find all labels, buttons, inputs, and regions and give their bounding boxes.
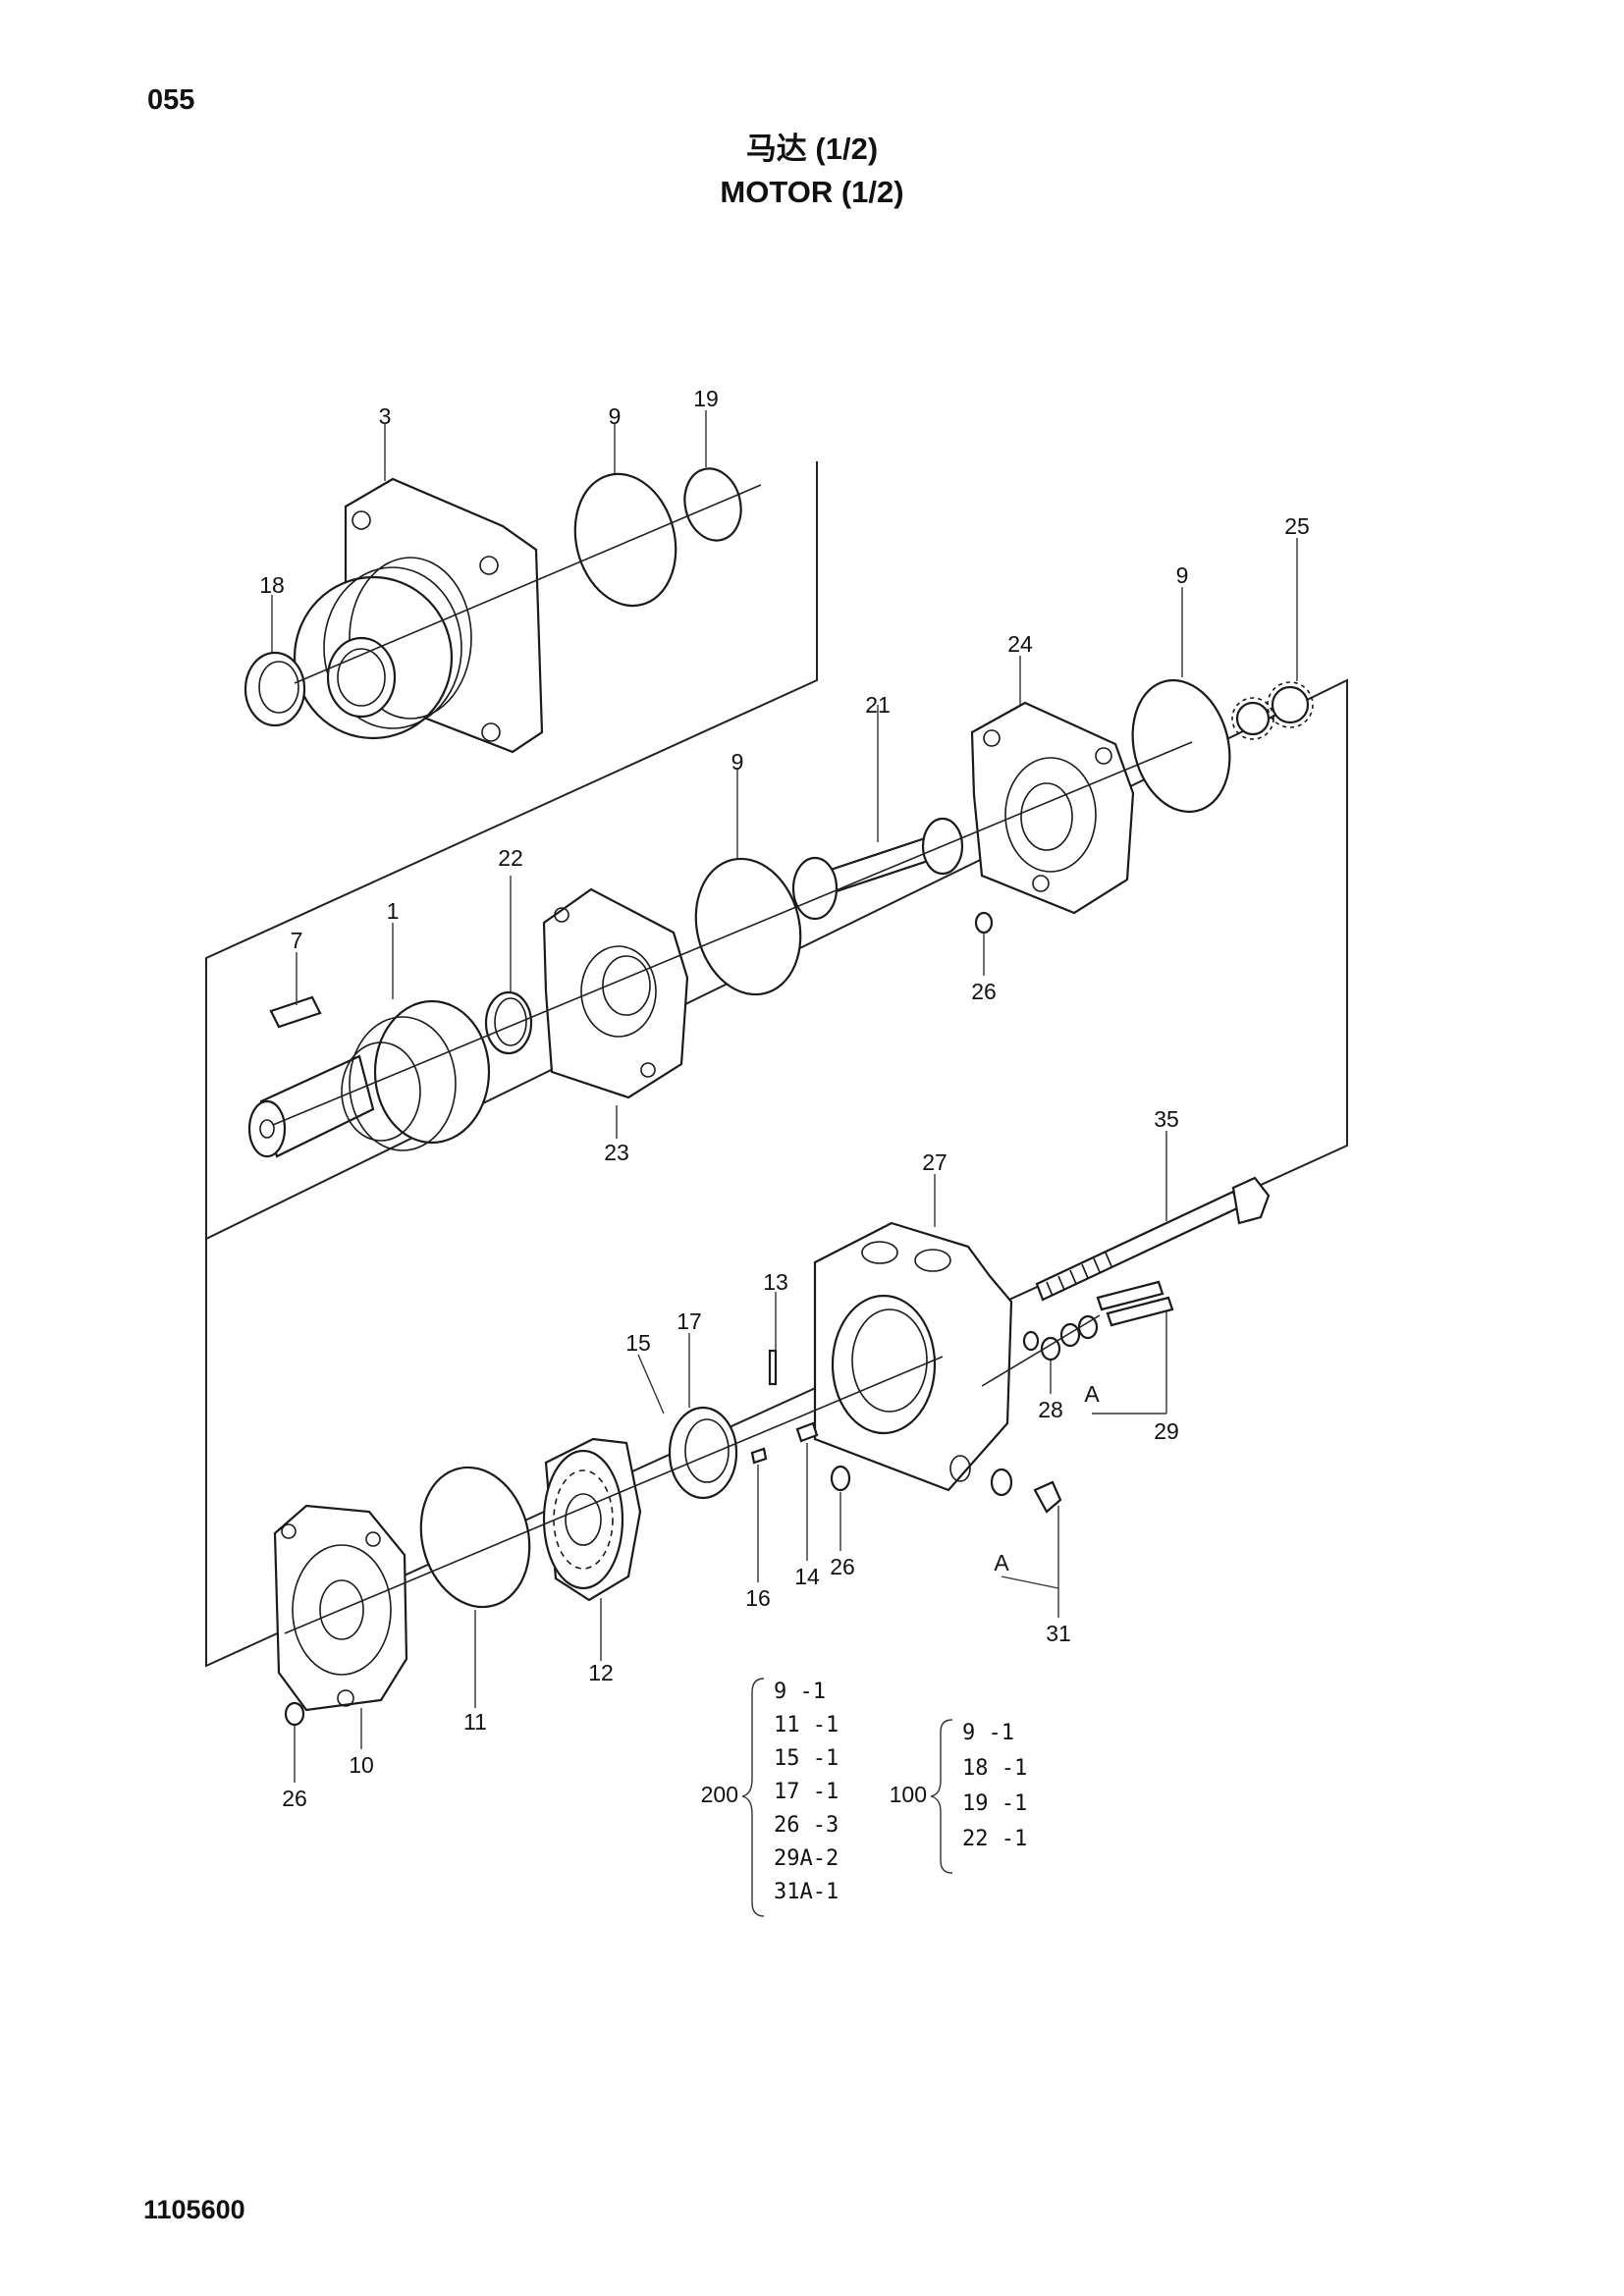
callout-12: 12 <box>588 1660 614 1685</box>
title-english: MOTOR (1/2) <box>720 175 904 209</box>
callout-9-right: 9 <box>1176 562 1189 588</box>
leader-lines <box>271 410 1298 1783</box>
callout-22: 22 <box>498 845 523 871</box>
part-31-plug <box>990 1468 1062 1514</box>
kit-100-item: 18 -1 <box>962 1756 1027 1781</box>
kit-200-item: 29A-2 <box>774 1846 839 1871</box>
callout-24: 24 <box>1007 631 1033 657</box>
kit-200-item: 31A-1 <box>774 1880 839 1904</box>
callout-17: 17 <box>677 1308 702 1334</box>
callout-26-bottom: 26 <box>282 1786 307 1811</box>
part-9-gasket-upper <box>573 472 677 608</box>
callout-3: 3 <box>379 403 392 429</box>
callout-1: 1 <box>387 898 400 924</box>
part-3-housing <box>293 477 544 754</box>
callout-13: 13 <box>763 1269 788 1295</box>
callout-11: 11 <box>463 1709 487 1735</box>
part-26-ball-bottom <box>284 1701 305 1727</box>
part-14-spring <box>795 1421 819 1443</box>
callout-9-upper: 9 <box>609 403 622 429</box>
part-25-gears <box>1231 681 1314 740</box>
kit-200-item: 26 -3 <box>774 1813 839 1838</box>
part-26-ball-lower <box>830 1465 851 1492</box>
callout-18: 18 <box>259 572 285 598</box>
callout-29: 29 <box>1154 1418 1179 1444</box>
callout-9-middle: 9 <box>731 749 744 774</box>
callout-27: 27 <box>922 1149 947 1175</box>
part-24-plate <box>970 701 1135 915</box>
kit-100-item: 22 -1 <box>962 1827 1027 1851</box>
part-29-bolts <box>1096 1280 1174 1327</box>
callout-26-lower: 26 <box>830 1554 855 1579</box>
axis-lower <box>284 1356 944 1634</box>
part-28-orings <box>1022 1314 1099 1362</box>
kit-100-table: 100 9 -1 18 -1 19 -1 22 -1 <box>890 1719 1027 1874</box>
part-23-flange <box>542 887 689 1099</box>
callout-21: 21 <box>865 692 891 718</box>
kit-100-item: 19 -1 <box>962 1791 1027 1816</box>
title-block: 马达 (1/2) MOTOR (1/2) <box>0 128 1624 214</box>
title-chinese: 马达 (1/2) <box>745 132 879 166</box>
part-10-end-cover <box>273 1504 408 1712</box>
axis-lower-right <box>981 1314 1101 1387</box>
kit-100-item: 9 -1 <box>962 1721 1014 1745</box>
part-35-bolt <box>1035 1176 1271 1302</box>
part-27-valve-casing <box>813 1221 1013 1492</box>
callout-7: 7 <box>291 928 303 953</box>
callout-a-upper: A <box>1084 1381 1100 1407</box>
callout-15: 15 <box>625 1330 651 1356</box>
part-17-seal <box>668 1406 738 1500</box>
callout-35: 35 <box>1154 1106 1179 1132</box>
kit-200-item: 15 -1 <box>774 1746 839 1771</box>
callout-10: 10 <box>349 1752 374 1778</box>
part-16-pin <box>750 1447 768 1465</box>
callout-16: 16 <box>745 1585 771 1611</box>
callout-19: 19 <box>693 386 719 411</box>
kit-200-item: 9 -1 <box>774 1680 826 1704</box>
axis-upper <box>294 484 762 684</box>
callout-28: 28 <box>1038 1397 1063 1422</box>
part-26-ball-middle <box>974 911 994 934</box>
callout-23: 23 <box>604 1140 629 1165</box>
part-18-seal <box>244 651 306 727</box>
kit-200-number: 200 <box>701 1782 738 1807</box>
callout-labels: 3 9 19 18 25 9 24 21 9 22 7 1 26 23 35 2… <box>259 386 1310 1811</box>
part-13-pin <box>768 1349 778 1386</box>
axis-middle <box>272 741 1193 1126</box>
kit-200-table: 200 9 -1 11 -1 15 -1 17 -1 26 -3 29A-2 3… <box>701 1678 839 1917</box>
callout-26-middle: 26 <box>971 979 997 1004</box>
part-12-cylinder-block <box>542 1437 642 1602</box>
part-11-gasket <box>419 1466 531 1609</box>
page-number: 055 <box>147 84 195 116</box>
document-code: 1105600 <box>143 2195 245 2224</box>
callout-31: 31 <box>1046 1621 1071 1646</box>
callout-a-lower: A <box>994 1550 1009 1575</box>
callout-25: 25 <box>1284 513 1310 539</box>
callout-14: 14 <box>794 1564 820 1589</box>
part-7-key <box>269 995 322 1029</box>
part-21-drive-shaft <box>791 817 964 921</box>
kit-100-number: 100 <box>890 1782 927 1807</box>
part-22-snap-ring <box>484 990 533 1055</box>
kit-200-item: 11 -1 <box>774 1713 839 1737</box>
kit-200-item: 17 -1 <box>774 1780 839 1804</box>
